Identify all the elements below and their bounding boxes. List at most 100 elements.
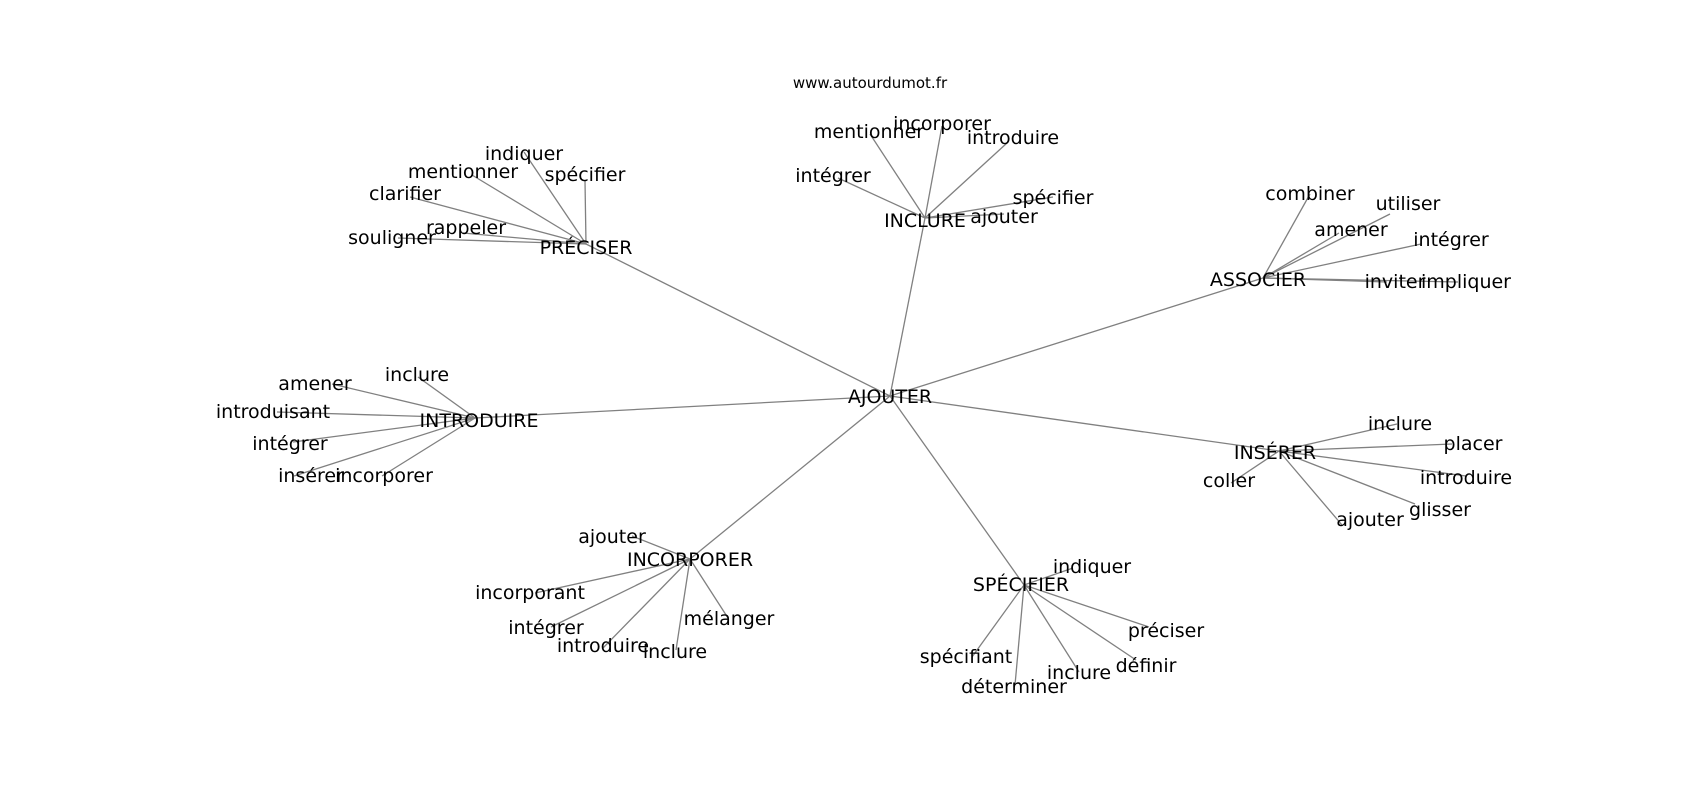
edge-inclure-specifier <box>924 196 1054 219</box>
edge-inclure-mentionner <box>869 133 926 219</box>
word-node-preciser-souligner[interactable]: souligner <box>348 227 436 249</box>
word-node-inserer-ajouter[interactable]: ajouter <box>1336 509 1404 531</box>
edge-preciser-clarifier <box>409 196 587 245</box>
word-node-associer-combiner[interactable]: combiner <box>1265 183 1355 205</box>
word-node-specifier-determiner[interactable]: déterminer <box>961 676 1067 698</box>
edge-ajouter-associer <box>889 277 1264 397</box>
edge-incorporer-melanger <box>689 558 729 619</box>
edge-introduire-introduisant <box>276 411 476 419</box>
word-node-inserer-inclure[interactable]: inclure <box>1368 413 1432 435</box>
edge-specifier-determiner <box>1014 584 1025 686</box>
cluster-node-specifier[interactable]: SPÉCIFIER <box>973 573 1069 596</box>
graph-edges <box>276 125 1467 686</box>
edge-inserer-ajouter <box>1278 450 1343 526</box>
edge-associer-utiliser <box>1262 213 1391 279</box>
word-node-preciser-indiquer[interactable]: indiquer <box>485 143 563 165</box>
cluster-node-introduire[interactable]: INTRODUIRE <box>420 410 539 432</box>
word-node-associer-inviter[interactable]: inviter <box>1365 271 1426 293</box>
word-node-inserer-glisser[interactable]: glisser <box>1409 499 1471 521</box>
word-node-inserer-introduire[interactable]: introduire <box>1420 467 1512 489</box>
edge-ajouter-incorporer <box>689 395 891 560</box>
word-node-specifier-inclure[interactable]: inclure <box>1047 662 1111 684</box>
word-node-preciser-rappeler[interactable]: rappeler <box>426 217 506 239</box>
edge-inclure-introduire <box>924 142 1008 219</box>
edge-inclure-integrer <box>837 177 926 219</box>
word-node-inclure-incorporer[interactable]: incorporer <box>893 113 991 135</box>
edge-inserer-glisser <box>1278 450 1416 505</box>
word-node-introduire-incorporer[interactable]: incorporer <box>335 465 433 487</box>
word-node-preciser-clarifier[interactable]: clarifier <box>369 183 441 205</box>
edge-ajouter-introduire <box>474 395 891 419</box>
word-node-specifier-indiquer[interactable]: indiquer <box>1053 556 1131 578</box>
word-node-incorporer-ajouter[interactable]: ajouter <box>578 526 646 548</box>
edge-incorporer-inclure <box>675 558 691 651</box>
word-node-inclure-specifier[interactable]: spécifier <box>1013 187 1094 209</box>
edge-preciser-rappeler <box>462 232 587 245</box>
edge-preciser-specifier <box>584 180 587 245</box>
cluster-node-incorporer[interactable]: INCORPORER <box>627 549 753 571</box>
word-node-specifier-specifiant[interactable]: spécifiant <box>920 646 1012 668</box>
word-node-associer-impliquer[interactable]: impliquer <box>1421 271 1511 293</box>
edge-introduire-amener <box>331 383 476 419</box>
word-node-specifier-preciser[interactable]: préciser <box>1128 620 1204 642</box>
word-node-preciser-specifier[interactable]: spécifier <box>545 164 626 186</box>
word-node-incorporer-inclure[interactable]: inclure <box>643 641 707 663</box>
cluster-node-associer[interactable]: ASSOCIER <box>1210 269 1306 291</box>
edge-associer-integrer <box>1262 243 1422 279</box>
word-node-preciser-mentionner[interactable]: mentionner <box>408 161 518 183</box>
word-node-associer-integrer[interactable]: intégrer <box>1413 229 1489 251</box>
word-node-introduire-introduisant[interactable]: introduisant <box>216 401 330 423</box>
edge-specifier-specifiant <box>971 584 1025 658</box>
edge-introduire-integrer <box>292 417 476 443</box>
word-node-inclure-integrer[interactable]: intégrer <box>795 165 871 187</box>
edge-inclure-ajouter <box>924 213 1005 219</box>
word-node-introduire-integrer[interactable]: intégrer <box>252 433 328 455</box>
edge-inserer-inclure <box>1278 423 1398 452</box>
word-node-introduire-inclure[interactable]: inclure <box>385 364 449 386</box>
edge-introduire-inserer <box>293 417 476 477</box>
watermark: www.autourdumot.fr <box>793 74 948 92</box>
edge-inserer-coller <box>1230 450 1280 484</box>
word-node-associer-utiliser[interactable]: utiliser <box>1376 193 1441 215</box>
word-node-introduire-inserer[interactable]: insérer <box>278 465 344 487</box>
edge-ajouter-inserer <box>889 395 1280 452</box>
edge-introduire-inclure <box>417 376 476 419</box>
edge-associer-impliquer <box>1262 277 1459 283</box>
word-node-inclure-ajouter[interactable]: ajouter <box>970 206 1038 228</box>
edge-incorporer-introduire <box>602 558 691 649</box>
word-node-associer-amener[interactable]: amener <box>1314 219 1388 241</box>
center-node-ajouter[interactable]: AJOUTER <box>848 386 932 408</box>
edge-specifier-preciser <box>1023 584 1150 628</box>
edge-ajouter-specifier <box>889 395 1025 586</box>
edge-inserer-placer <box>1278 443 1453 452</box>
word-node-inserer-placer[interactable]: placer <box>1444 433 1503 455</box>
edge-incorporer-ajouter <box>631 535 691 560</box>
word-node-specifier-definir[interactable]: définir <box>1116 655 1177 677</box>
edge-ajouter-preciser <box>585 243 891 397</box>
cluster-node-preciser[interactable]: PRÉCISER <box>540 236 633 259</box>
word-node-introduire-amener[interactable]: amener <box>278 373 352 395</box>
edge-incorporer-incorporant <box>534 558 691 594</box>
edge-introduire-incorporer <box>381 417 476 477</box>
cluster-node-inserer[interactable]: INSÉRER <box>1234 441 1316 464</box>
edge-incorporer-integrer <box>550 558 691 628</box>
word-node-incorporer-melanger[interactable]: mélanger <box>684 608 775 630</box>
edge-specifier-indiquer <box>1023 567 1074 586</box>
word-node-inclure-introduire[interactable]: introduire <box>967 127 1059 149</box>
word-node-incorporer-incorporant[interactable]: incorporant <box>475 582 585 604</box>
edge-preciser-mentionner <box>471 174 587 245</box>
edge-ajouter-inclure <box>889 217 926 397</box>
word-node-incorporer-introduire[interactable]: introduire <box>557 635 649 657</box>
word-node-inclure-mentionner[interactable]: mentionner <box>814 121 924 143</box>
word-node-incorporer-integrer[interactable]: intégrer <box>508 617 584 639</box>
edge-inclure-incorporer <box>924 125 943 219</box>
edge-associer-amener <box>1262 232 1340 279</box>
edge-specifier-definir <box>1023 584 1137 661</box>
edge-preciser-souligner <box>397 237 587 245</box>
cluster-node-inclure[interactable]: INCLURE <box>884 210 966 232</box>
edge-specifier-inclure <box>1023 584 1080 673</box>
edge-preciser-indiquer <box>523 151 587 245</box>
word-node-inserer-coller[interactable]: coller <box>1203 470 1255 492</box>
